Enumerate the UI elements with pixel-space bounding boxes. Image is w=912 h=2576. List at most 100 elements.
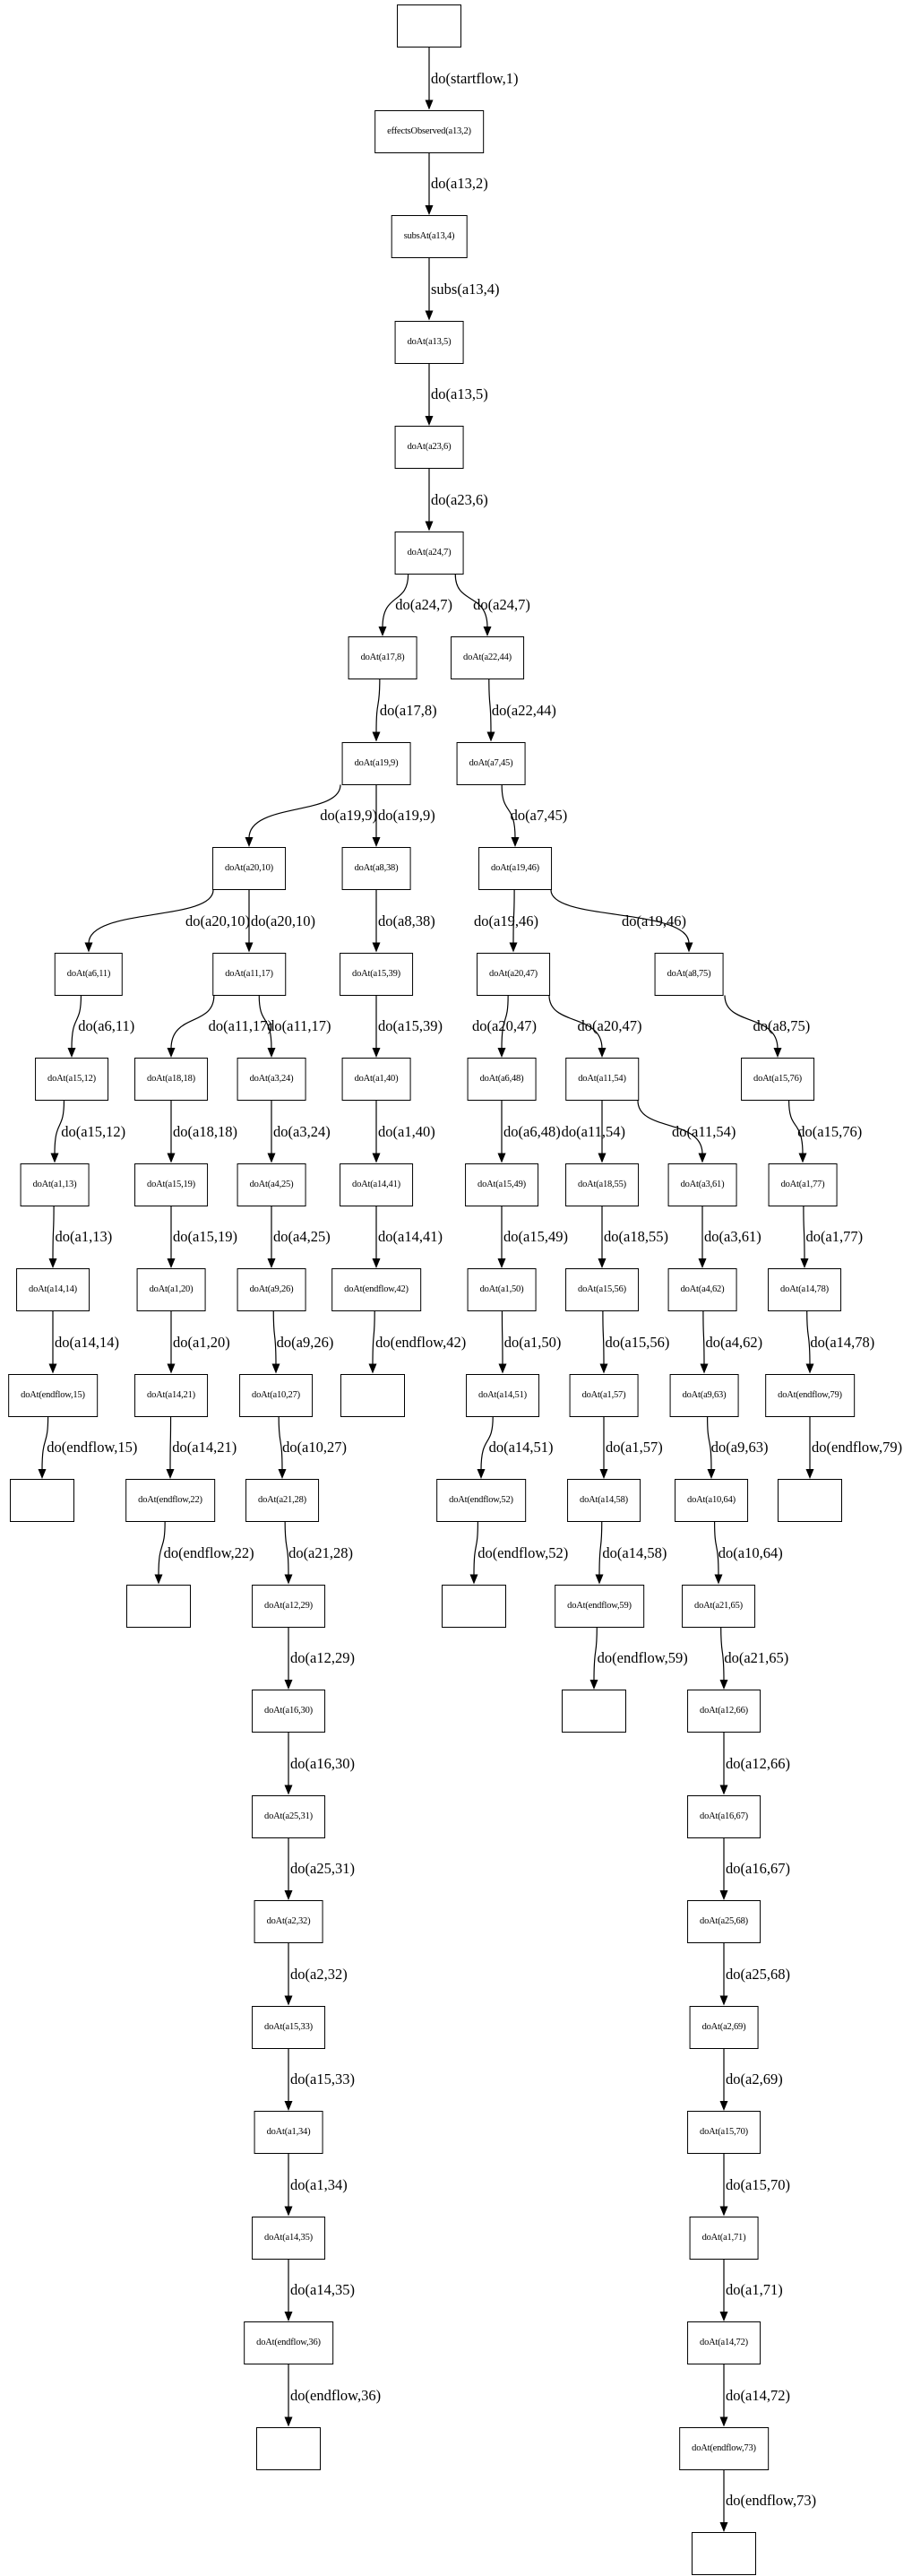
- edge-line: [806, 1310, 811, 1365]
- arrowhead-icon: [84, 942, 93, 953]
- transition-edge: [800, 1206, 809, 1268]
- transition-edge: [454, 574, 492, 636]
- transition-edge: [498, 1310, 507, 1374]
- transition-edge: [48, 1311, 57, 1374]
- edge-label: do(a21,65): [724, 1649, 789, 1667]
- edge-label: do(a15,33): [290, 2070, 355, 2088]
- state-node: doAt(a13,5): [394, 320, 464, 364]
- transition-edge: [372, 1206, 381, 1268]
- arrowhead-icon: [284, 2101, 293, 2111]
- transition-edge: [719, 2153, 728, 2217]
- state-node: doAt(a14,78): [768, 1268, 841, 1311]
- state-node: doAt(a12,66): [687, 1690, 761, 1733]
- arrowhead-icon: [372, 1153, 381, 1163]
- terminal-state-node: [397, 4, 461, 48]
- edge-label: do(a15,12): [61, 1122, 126, 1140]
- state-node: doAt(a10,27): [239, 1373, 313, 1417]
- edge-label: do(a15,56): [605, 1333, 670, 1351]
- arrowhead-icon: [245, 837, 254, 847]
- state-node: doAt(a2,69): [689, 2005, 759, 2049]
- edge-label: do(endflow,36): [290, 2386, 382, 2404]
- transition-edge: [368, 1310, 377, 1374]
- edge-label: do(a7,45): [510, 807, 568, 825]
- transition-edge: [724, 995, 782, 1058]
- edge-label: do(a20,47): [472, 1017, 537, 1035]
- edge-line: [248, 784, 341, 839]
- arrowhead-icon: [486, 731, 495, 742]
- transition-edge: [501, 784, 520, 847]
- arrowhead-icon: [719, 1680, 728, 1690]
- arrowhead-icon: [598, 1048, 607, 1058]
- state-node: doAt(a15,12): [35, 1058, 108, 1101]
- state-node: doAt(a15,56): [565, 1268, 639, 1311]
- edge-line: [724, 995, 779, 1050]
- edge-label: do(a18,55): [604, 1228, 668, 1246]
- edge-line: [52, 1206, 55, 1260]
- arrowhead-icon: [166, 1469, 175, 1479]
- terminal-state-node: [442, 1584, 506, 1628]
- state-node: doAt(a14,41): [340, 1163, 413, 1206]
- state-node: doAt(a3,24): [237, 1058, 306, 1101]
- terminal-state-node: [126, 1584, 191, 1628]
- arrowhead-icon: [805, 1469, 814, 1479]
- state-node: doAt(a23,6): [394, 426, 464, 469]
- state-node: doAt(a25,68): [687, 1900, 761, 1943]
- transition-edge: [154, 1521, 166, 1585]
- edge-label: do(a8,75): [753, 1017, 811, 1035]
- edge-line: [278, 1416, 283, 1471]
- arrowhead-icon: [719, 1995, 728, 2006]
- edge-label: do(a14,14): [55, 1333, 119, 1351]
- transition-edge: [245, 890, 254, 953]
- transition-edge: [598, 1101, 607, 1163]
- state-node: doAt(a14,51): [466, 1373, 539, 1417]
- edge-line: [501, 784, 516, 839]
- edge-label: do(a19,9): [378, 807, 435, 825]
- transition-edge: [599, 1416, 608, 1479]
- transition-edge: [167, 1311, 176, 1374]
- edge-line: [382, 574, 409, 628]
- transition-edge: [284, 1521, 293, 1585]
- edge-label: do(a11,17): [267, 1017, 331, 1035]
- arrowhead-icon: [154, 1574, 163, 1585]
- edge-label: do(a24,7): [395, 596, 452, 614]
- arrowhead-icon: [599, 1363, 608, 1374]
- state-node: doAt(endflow,79): [765, 1373, 855, 1417]
- edge-label: do(a13,5): [431, 385, 488, 403]
- state-node: doAt(endflow,22): [125, 1479, 215, 1522]
- transition-edge: [719, 2469, 728, 2532]
- edge-label: do(a21,28): [288, 1543, 354, 1561]
- edge-label: do(endflow,79): [812, 1439, 903, 1457]
- state-node: doAt(a10,64): [675, 1479, 748, 1522]
- edge-label: do(a3,61): [704, 1228, 761, 1246]
- transition-edge: [719, 1732, 728, 1795]
- state-node: doAt(a11,17): [212, 952, 286, 996]
- transition-edge: [599, 1310, 608, 1374]
- state-node: doAt(a15,70): [687, 2111, 761, 2154]
- transition-edge: [788, 1100, 807, 1163]
- state-node: doAt(a7,45): [456, 741, 526, 785]
- edge-label: do(endflow,73): [726, 2492, 817, 2510]
- transition-edge: [284, 2364, 293, 2427]
- transition-edge: [284, 1837, 293, 1900]
- edge-label: do(a1,77): [805, 1228, 864, 1246]
- edge-label: do(a15,39): [378, 1017, 443, 1035]
- state-node: doAt(endflow,59): [555, 1584, 644, 1628]
- edge-label: do(a1,13): [55, 1228, 113, 1246]
- edge-label: do(endflow,52): [478, 1543, 569, 1561]
- arrowhead-icon: [271, 1363, 280, 1374]
- state-node: doAt(a16,67): [687, 1794, 761, 1838]
- arrowhead-icon: [477, 1469, 486, 1479]
- state-node: doAt(a16,30): [252, 1690, 325, 1733]
- edge-label: do(a6,48): [503, 1122, 561, 1140]
- edge-label: do(a19,46): [474, 912, 538, 929]
- arrowhead-icon: [800, 1258, 809, 1268]
- edge-label: do(endflow,42): [375, 1333, 467, 1351]
- arrowhead-icon: [284, 2416, 293, 2427]
- transition-edge: [477, 1416, 494, 1479]
- transition-edge: [67, 995, 82, 1058]
- state-node: doAt(a22,44): [451, 636, 524, 679]
- edge-label: do(a11,17): [208, 1017, 272, 1035]
- edge-line: [548, 995, 603, 1050]
- state-node: doAt(a12,29): [252, 1584, 325, 1628]
- transition-edge: [589, 1627, 598, 1690]
